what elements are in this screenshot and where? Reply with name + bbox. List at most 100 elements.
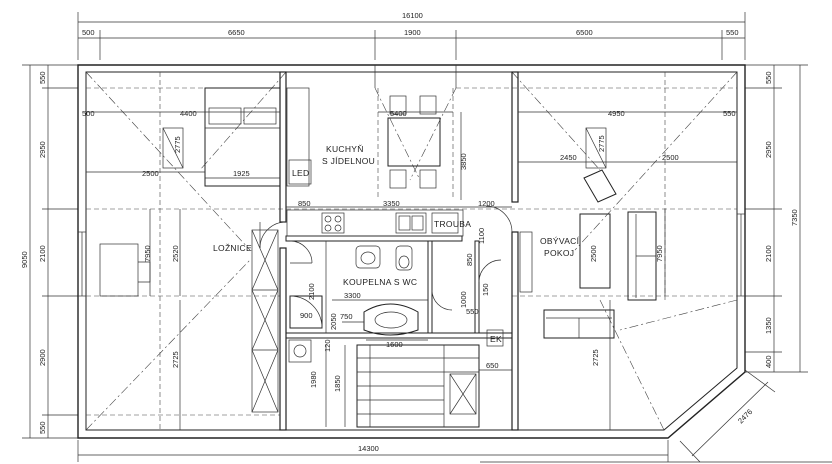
dim-3850: 3850 bbox=[459, 153, 468, 170]
interior-dimension-lines bbox=[86, 111, 737, 430]
bathtub bbox=[363, 303, 419, 336]
top-dimension-chain: 16100 500 6650 1900 6500 550 bbox=[77, 11, 746, 60]
bedroom-furniture bbox=[99, 87, 281, 413]
staircase bbox=[356, 329, 504, 428]
living-label-line1: OBÝVACÍ bbox=[540, 236, 580, 246]
left-dimension-chain: 9050 550 2950 2100 2900 550 bbox=[20, 64, 78, 439]
dim-2725-liv: 2725 bbox=[591, 349, 600, 366]
dim-left-total: 9050 bbox=[20, 251, 29, 268]
dim-2500-liv-v: 2500 bbox=[589, 245, 598, 262]
oven-box bbox=[431, 212, 459, 234]
dim-right-seg-2: 2950 bbox=[764, 141, 773, 158]
right-dimension-chain: 550 2950 2100 1350 400 7350 bbox=[745, 64, 808, 373]
chair bbox=[389, 169, 407, 189]
dim-4400: 4400 bbox=[180, 109, 197, 118]
dim-1000: 1000 bbox=[459, 291, 468, 308]
dim-550-bath: 550 bbox=[466, 307, 479, 316]
chair bbox=[389, 95, 407, 115]
stair-skylight bbox=[449, 373, 477, 415]
washbasin bbox=[355, 245, 381, 269]
dim-850-kit: 850 bbox=[298, 199, 311, 208]
dim-right-seg-5: 400 bbox=[764, 355, 773, 368]
dim-right-seg-3: 2100 bbox=[764, 245, 773, 262]
bedroom-label: LOŽNICE bbox=[213, 243, 252, 253]
dim-2450: 2450 bbox=[560, 153, 577, 162]
oven-label: TROUBA bbox=[434, 219, 471, 229]
roof-projection bbox=[85, 71, 738, 431]
pillow-right bbox=[243, 107, 277, 125]
led-box bbox=[288, 159, 312, 185]
washing-machine bbox=[288, 339, 312, 363]
dim-2500-liv: 2500 bbox=[662, 153, 679, 162]
tv-unit bbox=[519, 231, 533, 293]
dim-top-seg-2: 6650 bbox=[228, 28, 245, 37]
toilet bbox=[395, 245, 413, 271]
armchair bbox=[583, 169, 617, 203]
dim-1100: 1100 bbox=[477, 228, 486, 244]
room-labels: KUCHYŇ S JÍDELNOU LOŽNICE OBÝVACÍ POKOJ … bbox=[213, 144, 580, 344]
fridge-unit bbox=[286, 87, 310, 187]
dim-top-seg-5: 550 bbox=[726, 28, 739, 37]
skylight-bedroom bbox=[162, 127, 184, 169]
dim-5400: 5400 bbox=[390, 109, 407, 118]
dim-7950-liv: 7950 bbox=[655, 245, 664, 262]
dim-1850: 1850 bbox=[333, 375, 342, 392]
living-furniture bbox=[519, 127, 657, 339]
dim-150: 150 bbox=[481, 283, 490, 296]
dim-top-total: 16100 bbox=[402, 11, 423, 20]
kitchen-label-line1: KUCHYŇ bbox=[326, 144, 364, 154]
dim-right-total: 7350 bbox=[790, 209, 799, 226]
dim-4950: 4950 bbox=[608, 109, 625, 118]
dim-bottom-total: 14300 bbox=[358, 444, 379, 453]
skylight-living bbox=[585, 127, 607, 169]
dim-right-seg-4: 1350 bbox=[764, 317, 773, 334]
dim-top-seg-1: 500 bbox=[82, 28, 95, 37]
dim-550-liv: 550 bbox=[723, 109, 736, 118]
kitchen-counter bbox=[286, 209, 464, 237]
dim-120: 120 bbox=[323, 339, 332, 352]
dim-3300: 3300 bbox=[344, 291, 361, 300]
dim-left-seg-3: 2100 bbox=[38, 245, 47, 262]
bathroom-fixtures bbox=[288, 245, 419, 363]
sofa-bottom bbox=[543, 309, 615, 339]
kitchen-furniture bbox=[286, 87, 464, 237]
dining-table bbox=[387, 117, 441, 167]
dim-left-seg-5: 550 bbox=[38, 421, 47, 434]
dim-right-seg-1: 550 bbox=[764, 71, 773, 84]
dim-1925: 1925 bbox=[233, 169, 250, 178]
bathroom-label: KOUPELNA S WC bbox=[343, 277, 417, 287]
dim-3350: 3350 bbox=[383, 199, 400, 208]
dim-2520: 2520 bbox=[171, 245, 180, 262]
chair bbox=[419, 169, 437, 189]
dim-850-bath: 850 bbox=[465, 253, 474, 266]
dim-2050: 2050 bbox=[329, 313, 338, 330]
dim-left-seg-2: 2950 bbox=[38, 141, 47, 158]
dim-650: 650 bbox=[486, 361, 499, 370]
dim-750: 750 bbox=[340, 312, 353, 321]
bottom-dimension-chain: 14300 2476 bbox=[77, 369, 832, 463]
dim-2725-bed: 2725 bbox=[171, 351, 180, 368]
ek-box bbox=[486, 329, 504, 347]
outer-walls bbox=[77, 64, 746, 439]
dim-1600: 1600 bbox=[386, 340, 403, 349]
dim-2775-bed: 2775 bbox=[173, 136, 182, 153]
dim-left-seg-4: 2900 bbox=[38, 349, 47, 366]
dim-1200: 1200 bbox=[478, 199, 495, 208]
living-label-line2: POKOJ bbox=[544, 248, 574, 258]
kitchen-sink bbox=[395, 212, 427, 234]
dim-900: 900 bbox=[300, 311, 313, 320]
wardrobe bbox=[251, 229, 279, 413]
double-bed bbox=[204, 87, 281, 187]
coffee-table bbox=[579, 213, 611, 289]
sofa-right bbox=[627, 211, 657, 301]
interior-dimension-text: 500 4400 2775 2500 1925 7950 2520 2725 5… bbox=[82, 109, 736, 392]
pillow-left bbox=[208, 107, 242, 125]
ek-label: EK bbox=[490, 334, 502, 344]
cooktop bbox=[321, 212, 345, 234]
dim-2775-liv: 2775 bbox=[597, 135, 606, 152]
dim-2100-bath: 2100 bbox=[307, 283, 316, 300]
dim-top-seg-4: 6500 bbox=[576, 28, 593, 37]
kitchen-label-line2: S JÍDELNOU bbox=[322, 156, 375, 166]
dim-7950-bed: 7950 bbox=[143, 245, 152, 262]
